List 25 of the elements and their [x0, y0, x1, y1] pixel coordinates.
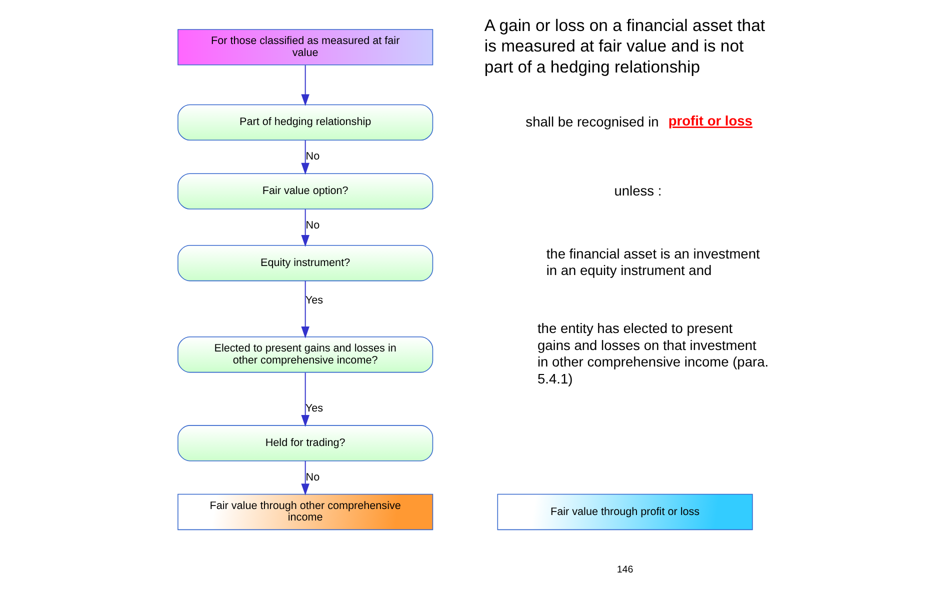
node-box: Held for trading?	[177, 425, 433, 462]
label: unless :	[614, 183, 662, 198]
edge-label: Yes	[304, 294, 323, 306]
arrow	[300, 64, 309, 106]
arrow	[300, 460, 309, 496]
edge-label: Yes	[304, 402, 323, 414]
arrow	[300, 372, 309, 427]
node-box: For those classified as measured at fair value	[177, 29, 433, 66]
edge-label: No	[305, 471, 320, 484]
label: the entity has elected to present gains and losses on that investment in other comprehensive income (para. 5.4.1)	[536, 321, 768, 386]
arrow	[300, 140, 309, 175]
node-box: Fair value through profit or loss	[496, 494, 752, 530]
label: shall be recognised in profit or loss	[525, 114, 752, 130]
arrow	[300, 280, 309, 338]
edge-label: No	[305, 150, 320, 163]
node-box: Elected to present gains and losses in other comprehensive income?	[177, 336, 433, 373]
node-box: Fair value option?	[177, 173, 433, 210]
node-box: Equity instrument?	[177, 245, 433, 282]
arrow	[300, 208, 309, 247]
edge-label: No	[305, 219, 320, 232]
label: A gain or loss on a financial asset that is measured at fair value and is not part of a hedging relationship	[484, 16, 765, 76]
node-box: Fair value through other comprehensive income	[177, 494, 433, 530]
label: the financial asset is an investment in an equity instrument and	[546, 246, 760, 278]
node-box: Part of hedging relationship	[177, 104, 433, 141]
label: 146	[616, 564, 633, 576]
